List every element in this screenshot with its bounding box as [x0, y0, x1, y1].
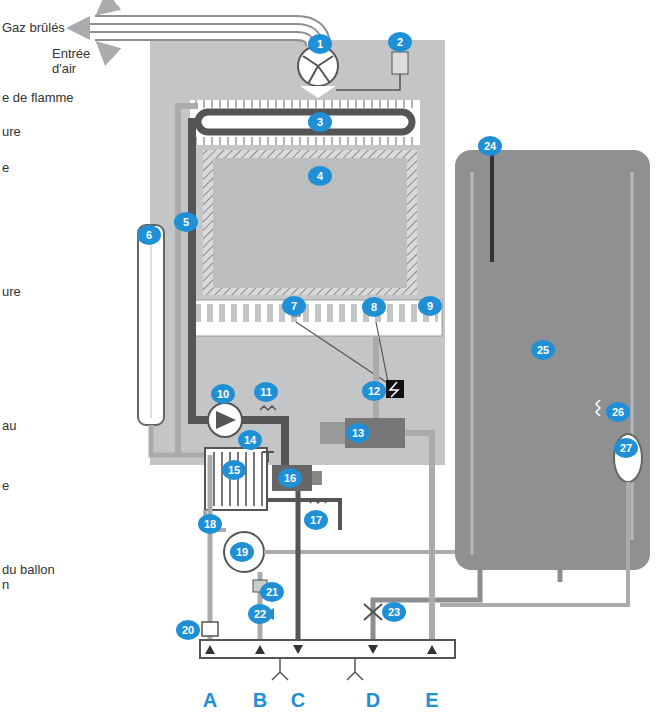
callout-number: 19: [230, 542, 254, 562]
callout-number: 26: [606, 402, 630, 422]
callout-number: 9: [418, 296, 442, 316]
connection-letter: D: [361, 688, 385, 712]
callout-number: 17: [304, 510, 328, 530]
text-label: du ballon: [2, 562, 55, 577]
text-label: e: [2, 478, 9, 493]
callout-number: 14: [238, 430, 262, 450]
callout-number: 13: [346, 423, 370, 443]
callout-number: 21: [260, 582, 284, 602]
callout-number: 24: [478, 136, 502, 156]
callout-number: 7: [282, 296, 306, 316]
connection-letter: C: [286, 688, 310, 712]
callout-number: 11: [254, 382, 278, 402]
callout-number: 22: [248, 604, 272, 624]
text-label: ure: [2, 284, 21, 299]
text-label: e de flamme: [2, 90, 74, 105]
text-label: au: [2, 418, 16, 433]
connection-letter: A: [198, 688, 222, 712]
callout-number: 8: [362, 297, 386, 317]
callout-number: 23: [382, 602, 406, 622]
callout-number: 12: [362, 381, 386, 401]
callout-number: 5: [174, 212, 198, 232]
callout-number: 18: [198, 514, 222, 534]
text-label: ure: [2, 124, 21, 139]
callout-number: 10: [211, 384, 235, 404]
text-label: Gaz brûlés: [2, 20, 65, 35]
callout-number: 2: [388, 32, 412, 52]
connection-letter: E: [420, 688, 444, 712]
callout-number: 27: [614, 438, 638, 458]
callout-number: 4: [308, 166, 332, 186]
callout-number: 20: [176, 620, 200, 640]
callout-number: 3: [308, 112, 332, 132]
callout-number: 25: [531, 340, 555, 360]
connection-letter: B: [248, 688, 272, 712]
text-label: e: [2, 160, 9, 175]
callout-number: 15: [222, 460, 246, 480]
callout-number: 1: [308, 34, 332, 54]
text-label: Entrée d'air: [52, 46, 98, 76]
callout-number: 6: [137, 225, 161, 245]
text-label: n: [2, 577, 9, 592]
callout-number: 16: [278, 468, 302, 488]
